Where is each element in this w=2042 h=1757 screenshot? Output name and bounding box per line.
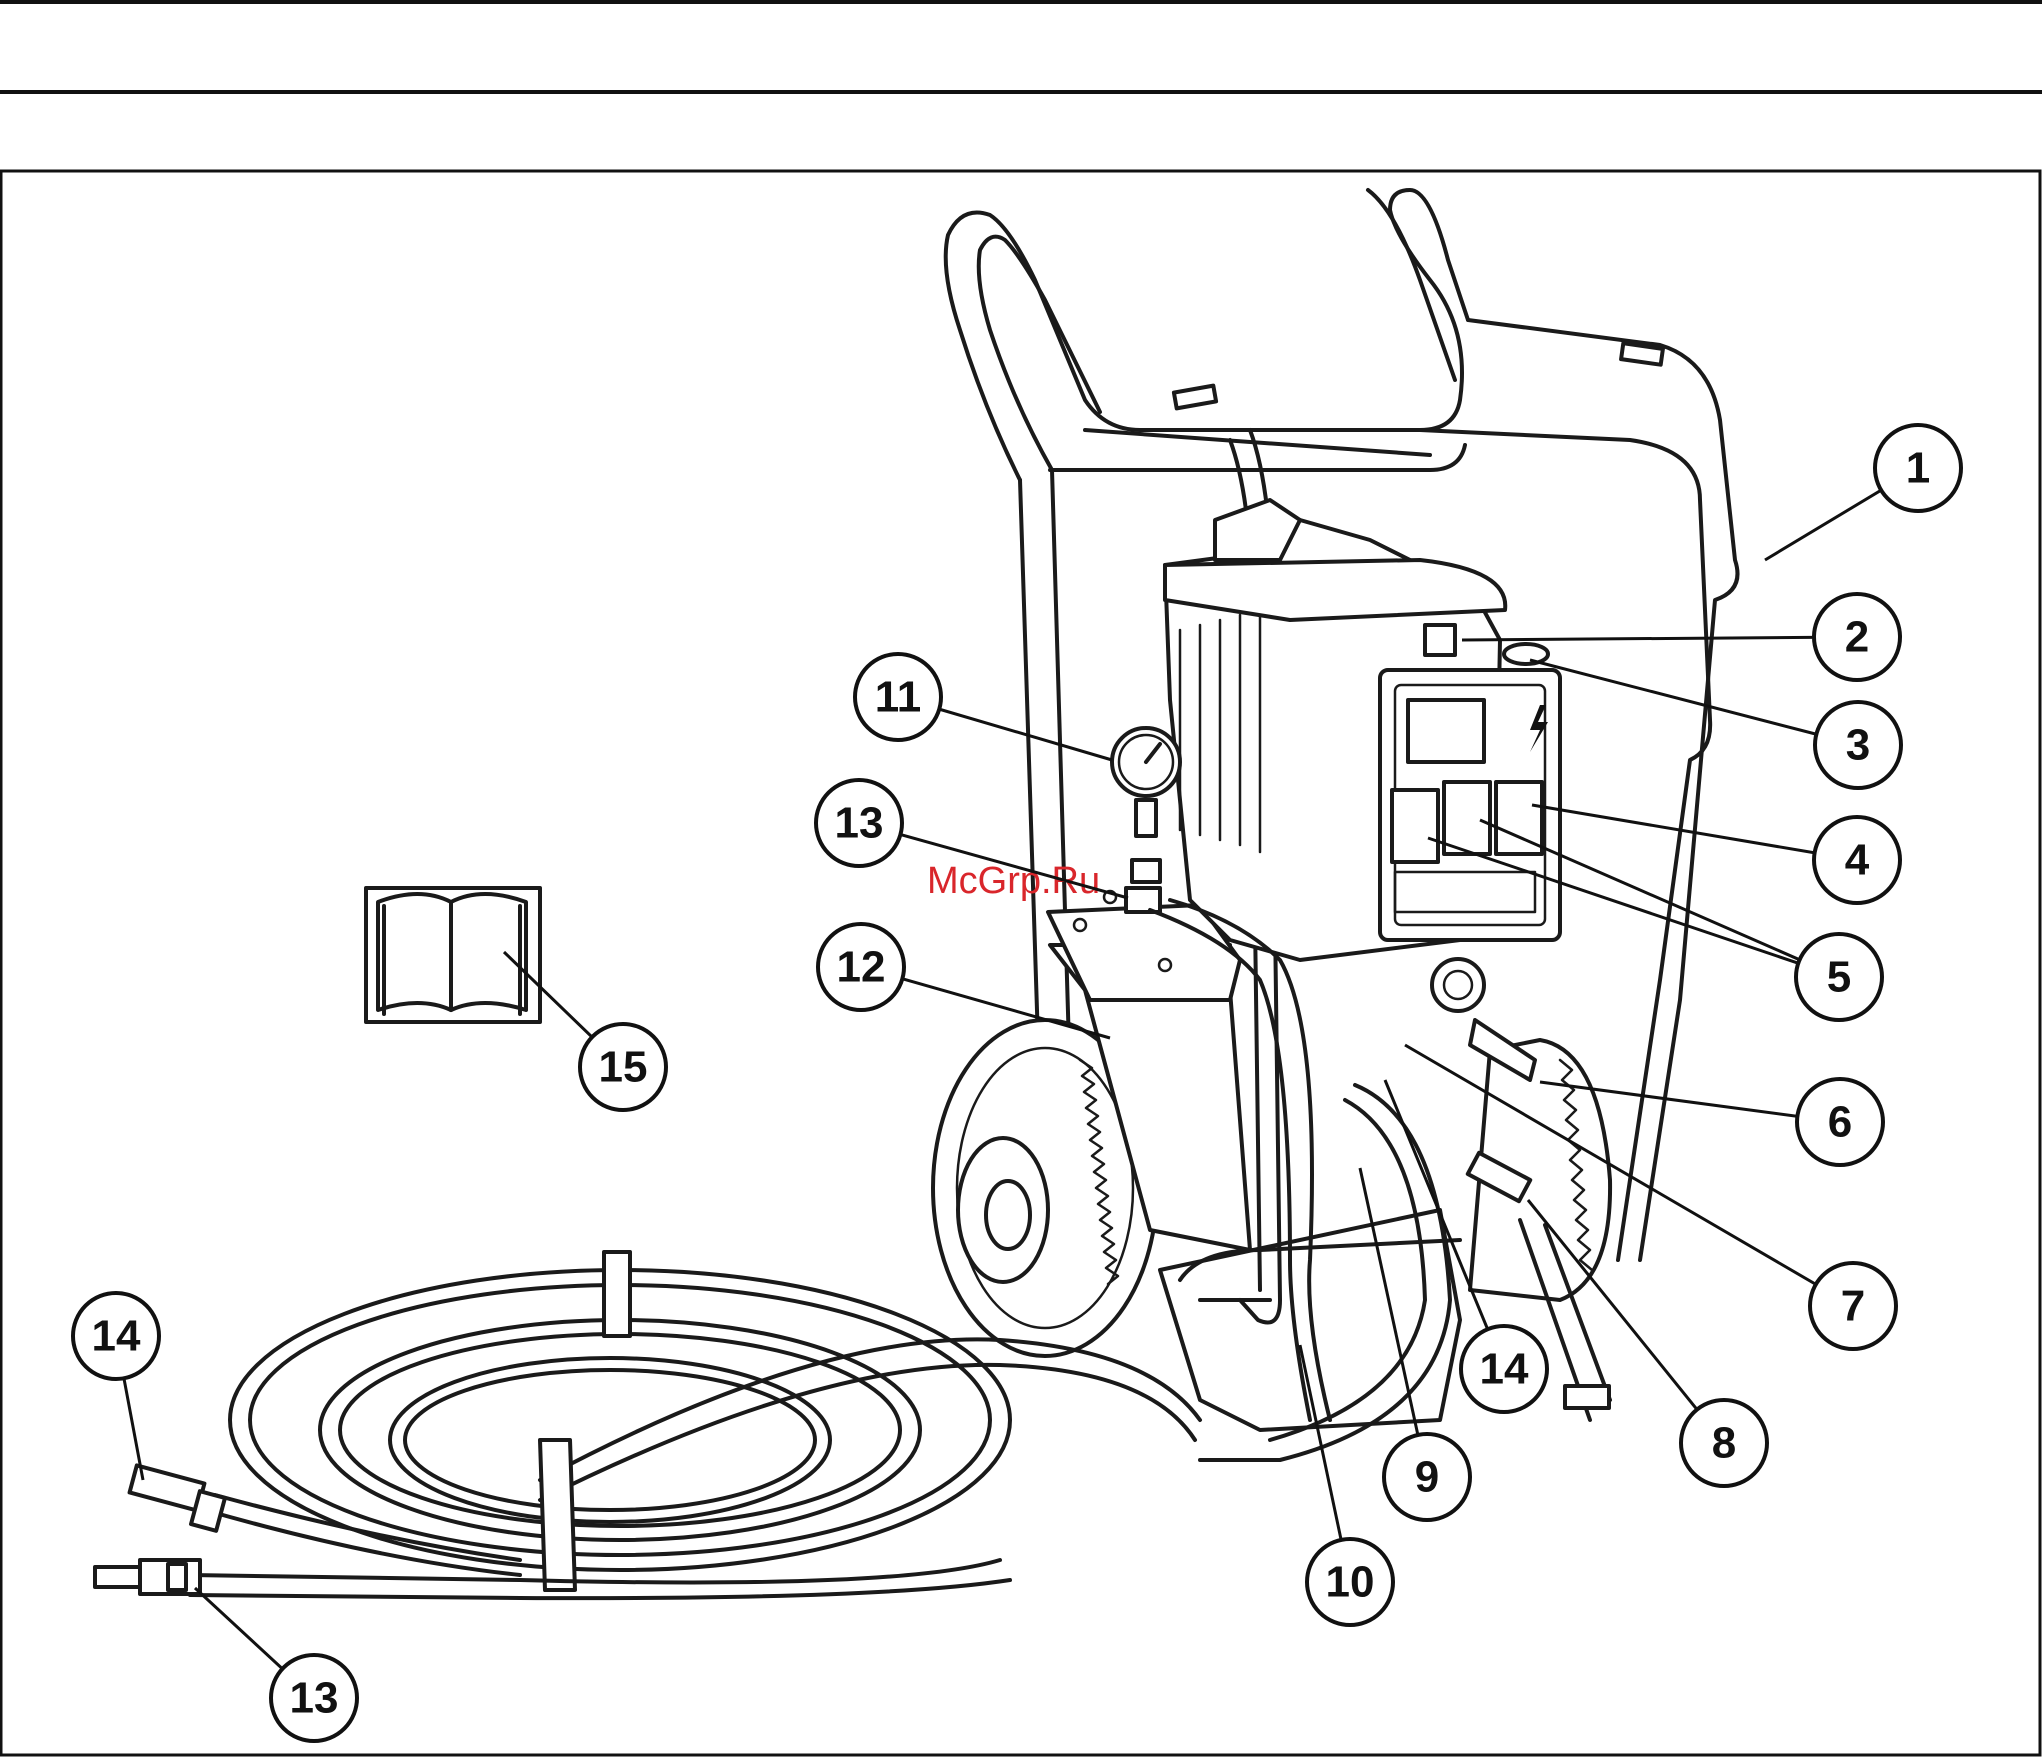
main-switch — [1425, 625, 1455, 655]
callout-number: 13 — [835, 799, 884, 848]
callout-number: 4 — [1845, 836, 1870, 885]
callout-c15: 15 — [504, 952, 666, 1110]
callout-c4: 4 — [1532, 805, 1900, 903]
callout-c11: 11 — [855, 654, 1112, 760]
pressure-gauge — [1112, 728, 1180, 912]
switch-middle — [1444, 782, 1490, 854]
callout-number: 11 — [875, 673, 922, 722]
callout-number: 10 — [1326, 1558, 1375, 1607]
oil-cap — [1504, 644, 1548, 664]
callout-c14a: 14 — [73, 1293, 159, 1480]
callout-number: 6 — [1828, 1098, 1852, 1147]
switch-left — [1392, 790, 1438, 862]
callout-number: 5 — [1827, 953, 1851, 1002]
control-box — [1380, 625, 1560, 1011]
hose-coupling-13 — [95, 1560, 200, 1594]
callout-number: 15 — [599, 1043, 648, 1092]
callout-number: 9 — [1415, 1453, 1439, 1502]
callout-c13b: 13 — [195, 1588, 357, 1741]
callout-c1: 1 — [1765, 425, 1961, 560]
callout-c2: 2 — [1462, 594, 1900, 680]
callout-number: 13 — [290, 1674, 339, 1723]
hose-coupling-14 — [130, 1465, 225, 1530]
callout-number: 7 — [1841, 1282, 1865, 1331]
callout-leader-line — [1462, 637, 1857, 640]
power-socket — [1432, 959, 1484, 1011]
callout-number: 14 — [92, 1312, 141, 1361]
callout-number: 8 — [1712, 1419, 1736, 1468]
callout-number: 1 — [1906, 444, 1930, 493]
callout-number: 12 — [837, 943, 886, 992]
callout-number: 14 — [1480, 1345, 1529, 1394]
callout-leader-line — [1530, 660, 1858, 745]
callout-number: 2 — [1845, 613, 1869, 662]
open-book-icon — [366, 888, 540, 1022]
callout-number: 3 — [1846, 721, 1870, 770]
